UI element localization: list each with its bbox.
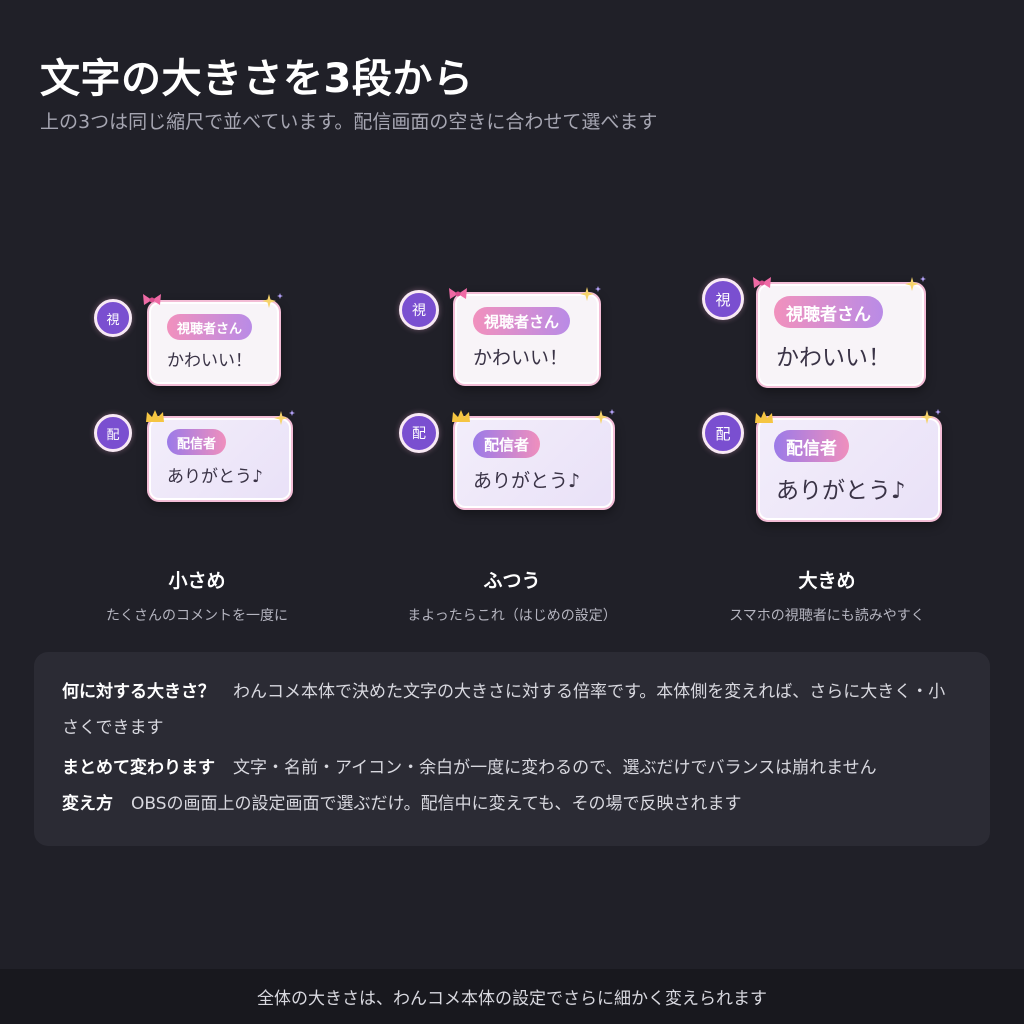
bow-icon [449,288,467,299]
size-label-normal: ふつう [483,570,541,592]
viewer-avatar: 視 [399,290,439,330]
sparkle-icon [274,410,295,425]
crown-icon [755,411,773,423]
size-description-large: スマホの視聴者にも読みやすく [729,608,925,624]
bow-icon [753,277,771,288]
sparkle-icon [594,409,615,424]
viewer-message: かわいい！ [167,351,252,371]
info-text: 文字・名前・アイコン・余白が一度に変わるので、選ぶだけでバランスは崩れません [233,758,877,778]
footer-note: 全体の大きさは、わんコメ本体の設定でさらに細かく変えられます [257,989,767,1009]
info-row-scale: 何に対する大きさ？わんコメ本体で決めた文字の大きさに対する倍率です。本体側を変え… [62,674,962,746]
info-text: OBSの画面上の設定画面で選ぶだけ。配信中に変えても、その場で反映されます [131,794,742,814]
info-row-together: まとめて変わります文字・名前・アイコン・余白が一度に変わるので、選ぶだけでバラン… [62,750,962,786]
streamer-name-badge: 配信者 [774,430,849,462]
streamer-comment-bubble: 配信者 ありがとう♪ [147,416,293,502]
streamer-message: ありがとう♪ [167,467,263,487]
sparkle-icon [262,293,283,308]
streamer-message: ありがとう♪ [473,470,581,492]
viewer-comment-bubble: 視聴者さん かわいい！ [147,300,281,386]
info-term: まとめて変わります [62,758,215,778]
streamer-name-badge: 配信者 [167,429,227,455]
viewer-message: かわいい！ [776,345,891,371]
viewer-avatar: 視 [94,299,132,337]
streamer-comment-bubble: 配信者 ありがとう♪ [453,416,615,510]
info-term: 変え方 [62,794,113,814]
streamer-comment-bubble: 配信者 ありがとう♪ [756,416,942,522]
size-description-small: たくさんのコメントを一度に [106,608,288,624]
viewer-name-badge: 視聴者さん [167,314,253,340]
viewer-comment-bubble: 視聴者さん かわいい！ [756,282,926,388]
info-text: わんコメ本体で決めた文字の大きさに対する倍率です。本体側を変えれば、さらに大きく… [62,682,946,738]
streamer-avatar: 配 [702,412,744,454]
sparkle-icon [905,276,926,291]
info-row-how-to-change: 変え方 OBSの画面上の設定画面で選ぶだけ。配信中に変えても、その場で反映されます [62,786,962,822]
info-term: 何に対する大きさ？ [62,682,215,702]
viewer-avatar: 視 [702,278,744,320]
footer-bar: 全体の大きさは、わんコメ本体の設定でさらに細かく変えられます [0,969,1024,1024]
sparkle-icon [920,409,941,424]
viewer-name-badge: 視聴者さん [473,307,571,335]
streamer-name-badge: 配信者 [473,430,541,458]
sparkle-icon [580,286,601,301]
size-description-normal: まよったらこれ（はじめの設定） [407,608,617,624]
streamer-avatar: 配 [94,414,132,452]
viewer-name-badge: 視聴者さん [774,296,883,328]
info-panel: 何に対する大きさ？わんコメ本体で決めた文字の大きさに対する倍率です。本体側を変え… [34,652,990,846]
streamer-avatar: 配 [399,413,439,453]
crown-icon [452,410,470,422]
page-title: 文字の大きさを3段から [40,56,474,102]
size-label-small: 小さめ [168,570,226,592]
viewer-comment-bubble: 視聴者さん かわいい！ [453,292,601,386]
page-subtitle: 上の3つは同じ縮尺で並べています。配信画面の空きに合わせて選べます [40,111,658,133]
crown-icon [146,410,164,422]
streamer-message: ありがとう♪ [776,478,906,504]
bow-icon [143,294,161,305]
size-label-large: 大きめ [798,570,856,592]
viewer-message: かわいい！ [473,347,569,369]
